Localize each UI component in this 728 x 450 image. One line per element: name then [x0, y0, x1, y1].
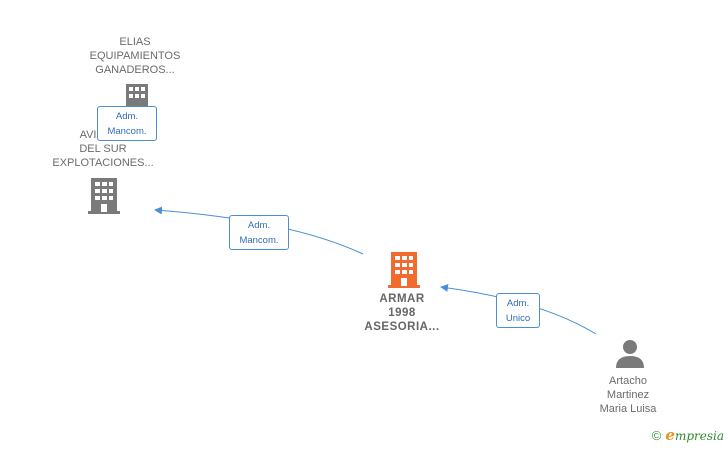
- node-label-line: ELIAS: [119, 36, 151, 48]
- node-label-line: 1998: [388, 307, 416, 319]
- edge-badge-artacho-armar[interactable]: Adm. Unico: [496, 293, 540, 328]
- copyright-symbol: ©: [651, 427, 662, 443]
- node-label-line: EXPLOTACIONES...: [52, 157, 154, 169]
- node-label-elias[interactable]: ELIAS EQUIPAMIENTOS GANADEROS...: [78, 35, 192, 77]
- edge-role-line: Adm.: [247, 220, 271, 231]
- node-label-line: Artacho: [609, 375, 647, 387]
- edge-badge-avicola-elias[interactable]: Adm. Mancom.: [97, 106, 157, 141]
- empresia-watermark: © empresia: [652, 426, 724, 444]
- node-label-line: Maria Luisa: [599, 403, 657, 415]
- edge-role-line: Adm.: [506, 298, 530, 309]
- brand-name: mpresia: [674, 429, 724, 443]
- brand-logo: empresia: [665, 426, 724, 444]
- node-label-line: Martinez: [606, 389, 650, 401]
- node-label-artacho[interactable]: Artacho Martinez Maria Luisa: [578, 374, 678, 416]
- edge-role-line: Adm.: [115, 111, 139, 122]
- edge-role-line: Unico: [505, 313, 531, 324]
- brand-initial: e: [665, 426, 675, 444]
- node-label-line: GANADEROS...: [95, 64, 175, 76]
- edge-badge-armar-avicola[interactable]: Adm. Mancom.: [229, 215, 289, 250]
- node-label-line: DEL SUR: [79, 143, 127, 155]
- building-icon[interactable]: [88, 178, 120, 214]
- node-label-armar[interactable]: ARMAR 1998 ASESORIA...: [346, 292, 458, 334]
- edge-role-line: Mancom.: [239, 235, 279, 246]
- node-label-line: ASESORIA...: [364, 321, 440, 333]
- node-label-line: EQUIPAMIENTOS: [89, 50, 181, 62]
- building-icon[interactable]: [388, 252, 420, 288]
- building-icon[interactable]: [125, 84, 149, 112]
- edge-role-line: Mancom.: [107, 126, 147, 137]
- person-icon[interactable]: [615, 338, 645, 368]
- node-label-line: ARMAR: [379, 293, 425, 305]
